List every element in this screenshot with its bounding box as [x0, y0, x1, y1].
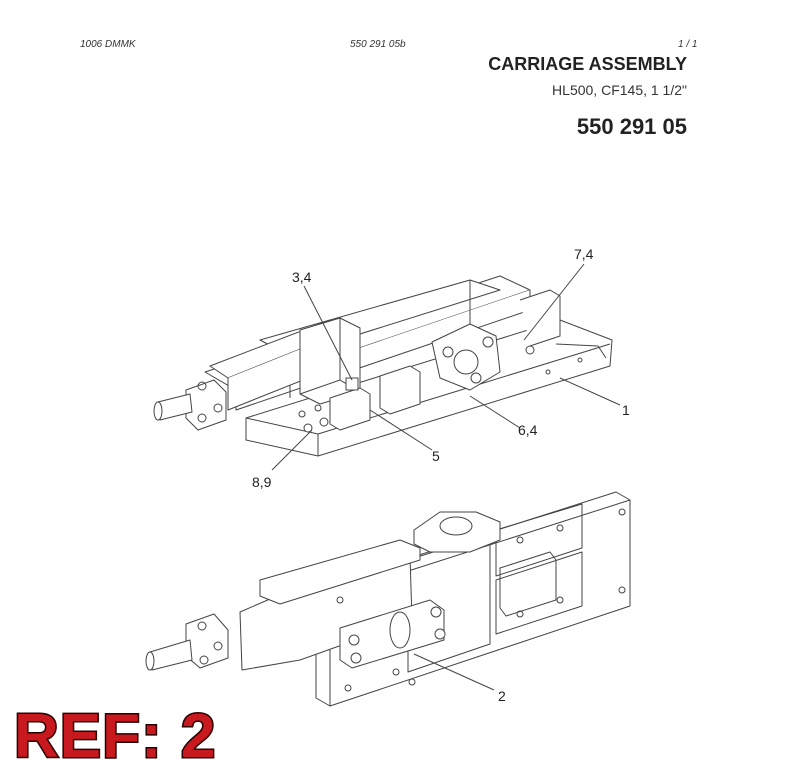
assembly-title: CARRIAGE ASSEMBLY [488, 54, 687, 74]
lower-assembly-view [145, 491, 631, 707]
upper-assembly-view [153, 263, 621, 471]
ref-label: REF: 2 [12, 702, 217, 771]
callout-8-9: 8,9 [252, 474, 272, 490]
callout-5: 5 [432, 448, 440, 464]
callout-2: 2 [498, 688, 506, 704]
callout-3-4: 3,4 [292, 269, 312, 285]
callout-6-4: 6,4 [518, 422, 538, 438]
part-number: 550 291 05 [576, 114, 687, 139]
drawing-code: 550 291 05b [350, 39, 406, 50]
assembly-subtitle: HL500, CF145, 1 1/2" [552, 82, 687, 98]
page-number: 1 / 1 [678, 39, 698, 50]
doc-code: 1006 DMMK [80, 39, 136, 50]
callout-1: 1 [622, 402, 630, 418]
callout-7-4: 7,4 [574, 246, 594, 262]
